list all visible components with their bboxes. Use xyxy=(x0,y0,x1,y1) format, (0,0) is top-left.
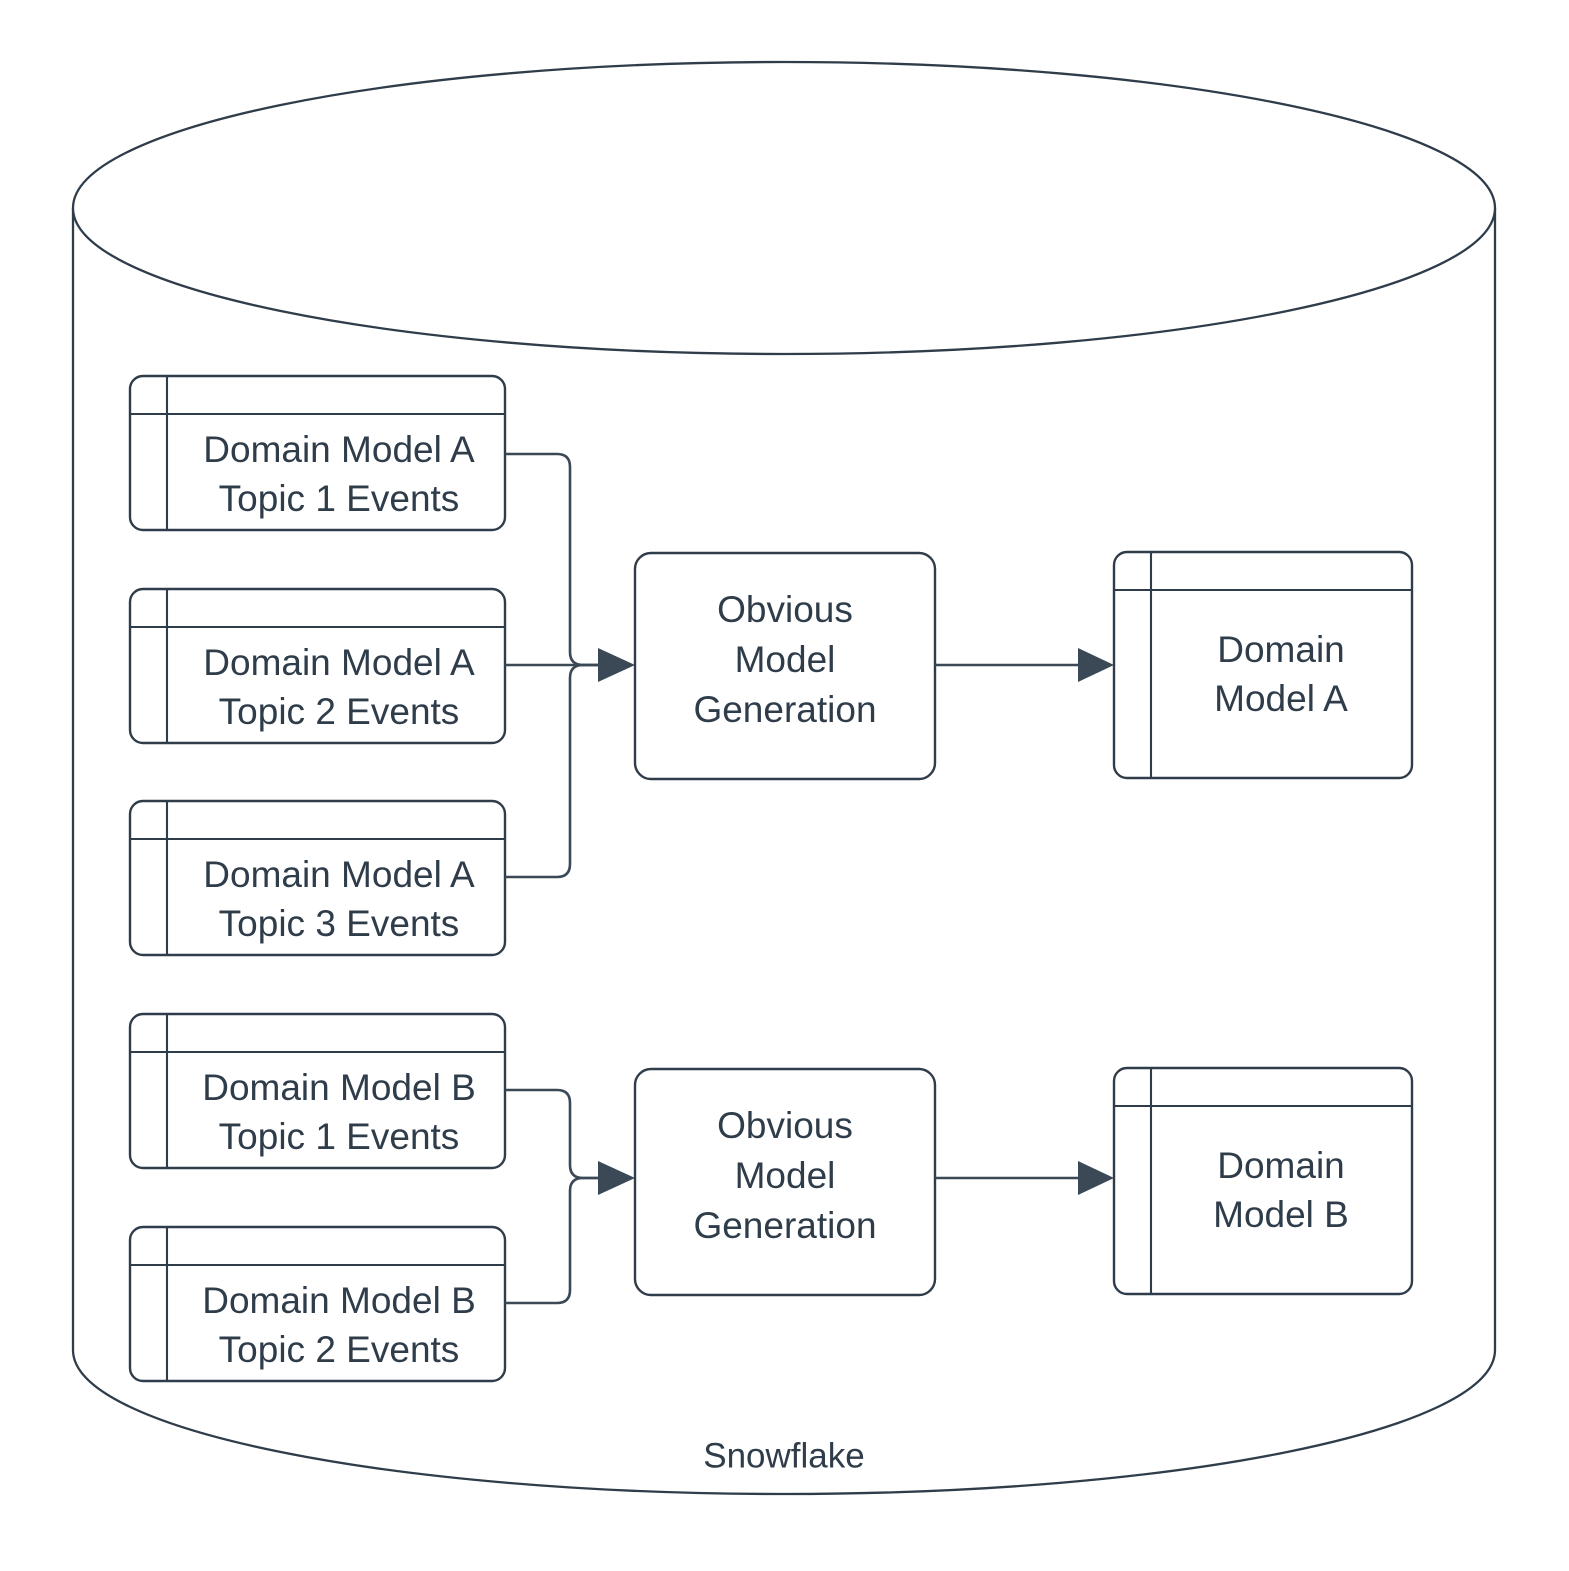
node-b-topic-1[interactable]: Domain Model B Topic 1 Events xyxy=(128,1012,507,1170)
node-omg-a[interactable]: Obvious Model Generation xyxy=(633,551,937,781)
cylinder-label: Snowflake xyxy=(703,1436,864,1475)
edge-a2-omg xyxy=(505,648,635,682)
node-a-topic-2[interactable]: Domain Model A Topic 2 Events xyxy=(128,587,507,745)
node-label-line1: Domain Model A xyxy=(203,429,475,470)
node-label-line2: Model xyxy=(735,1155,836,1196)
arrow-head xyxy=(1078,1161,1114,1195)
node-label-line2: Topic 1 Events xyxy=(219,1116,460,1157)
edge-b2-omg xyxy=(505,1161,635,1305)
node-label-line3: Generation xyxy=(693,689,876,730)
node-a-topic-3[interactable]: Domain Model A Topic 3 Events xyxy=(128,799,507,957)
node-label-line2: Topic 1 Events xyxy=(219,478,460,519)
node-label-line3: Generation xyxy=(693,1205,876,1246)
node-b-topic-2[interactable]: Domain Model B Topic 2 Events xyxy=(128,1225,507,1383)
node-domain-model-a[interactable]: Domain Model A xyxy=(1112,550,1414,780)
node-domain-model-b[interactable]: Domain Model B xyxy=(1112,1066,1414,1296)
table-outline xyxy=(1112,550,1414,780)
process-box xyxy=(633,1067,937,1297)
table-outline xyxy=(1112,1066,1414,1296)
arrow-head xyxy=(598,1161,635,1195)
node-a-topic-1[interactable]: Domain Model A Topic 1 Events xyxy=(128,374,507,532)
node-label-line1: Domain Model A xyxy=(203,854,475,895)
node-label-line1: Domain Model B xyxy=(202,1280,476,1321)
node-label-line2: Model xyxy=(735,639,836,680)
node-label-line1: Domain xyxy=(1217,629,1345,670)
node-label-line2: Model A xyxy=(1214,678,1348,719)
node-label-line1: Domain Model A xyxy=(203,642,475,683)
edge-omg-b-out xyxy=(935,1161,1114,1195)
node-omg-b[interactable]: Obvious Model Generation xyxy=(633,1067,937,1297)
cylinder-top-ellipse xyxy=(71,207,1497,356)
node-label-line2: Topic 2 Events xyxy=(219,691,460,732)
node-label-line1: Domain Model B xyxy=(202,1067,476,1108)
arrow-head xyxy=(598,648,635,682)
node-label-line2: Topic 2 Events xyxy=(219,1329,460,1370)
node-label-line1: Domain xyxy=(1217,1145,1345,1186)
arrow-head xyxy=(1078,648,1114,682)
node-label-line1: Obvious xyxy=(717,1105,853,1146)
edge-omg-a-out xyxy=(935,648,1114,682)
node-label-line2: Topic 3 Events xyxy=(219,903,460,944)
node-label-line1: Obvious xyxy=(717,589,853,630)
edge-b1-omg xyxy=(505,1088,600,1180)
node-label-line2: Model B xyxy=(1213,1194,1349,1235)
